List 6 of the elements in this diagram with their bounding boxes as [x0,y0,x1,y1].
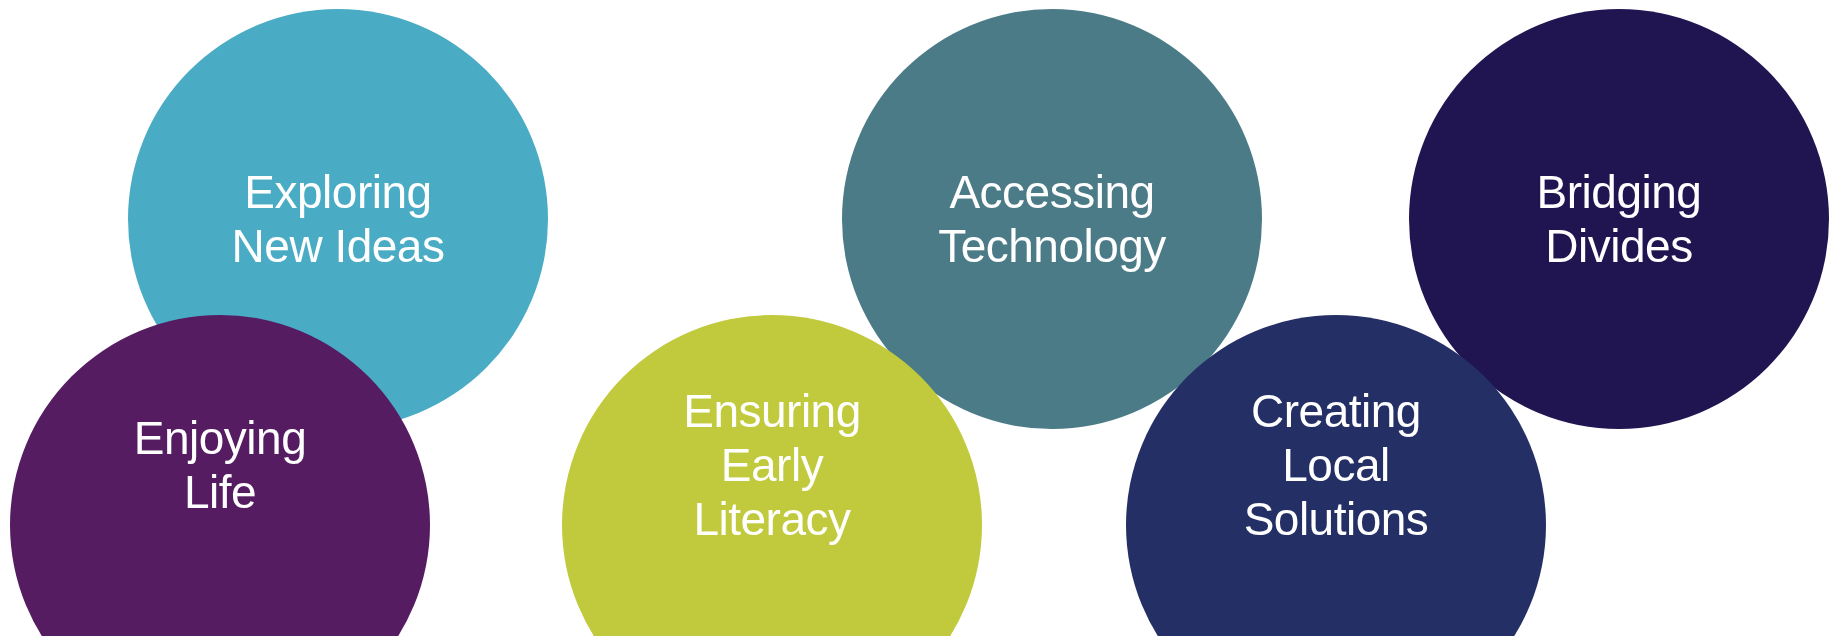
circle-label: Bridging Divides [1535,164,1703,274]
circle-label: Exploring New Ideas [230,164,446,274]
circle-label: Ensuring Early Literacy [682,383,862,547]
circle-label: Enjoying Life [132,410,308,520]
circle-label: Creating Local Solutions [1242,383,1430,547]
circle-label: Accessing Technology [937,164,1167,274]
